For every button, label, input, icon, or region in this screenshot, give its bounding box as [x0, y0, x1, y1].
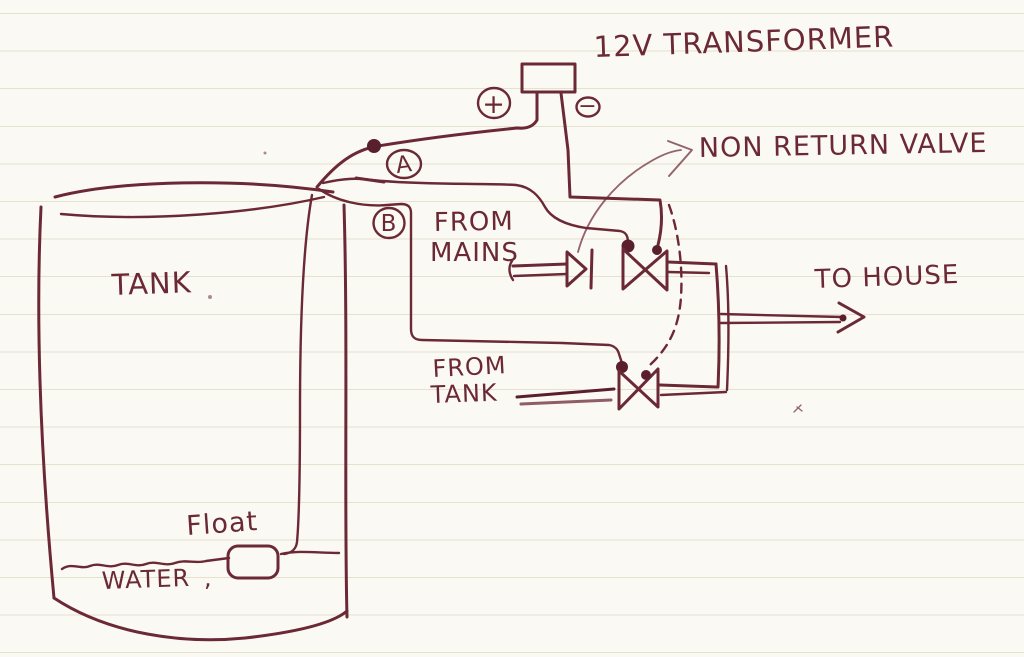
- tank-valve-bowtie-icon: [617, 367, 660, 411]
- terminal-a-circle-icon: [385, 148, 423, 180]
- tank-group: TANK: [37, 181, 349, 642]
- transformer-group: 12V TRANSFORMER: [520, 20, 895, 94]
- mains-outlet-pipe-bottom: [666, 270, 711, 275]
- from-tank-label-line1: FROM: [432, 351, 507, 383]
- check-valve-bar-icon: [589, 248, 594, 290]
- float-body-icon: [226, 544, 280, 580]
- water-line-left: [60, 556, 231, 571]
- from-mains-label-line2: MAINS: [430, 238, 519, 268]
- transformer-label: 12V TRANSFORMER: [593, 20, 895, 64]
- wire-b: [317, 187, 624, 365]
- check-valve-triangle-icon: [565, 250, 588, 288]
- ink-speck: [208, 295, 212, 299]
- water-comma: ,: [204, 564, 213, 592]
- minus-terminal-label: −: [578, 94, 597, 119]
- from-mains-label-line1: FROM: [434, 207, 514, 238]
- mains-outlet-pipe-top: [666, 260, 718, 266]
- transformer-box-icon: [520, 62, 577, 94]
- stray-mark: [793, 404, 803, 413]
- non-return-valve-annotation: NON RETURN VALVE: [577, 128, 988, 253]
- nrv-pointer-curve: [577, 149, 682, 253]
- junction-dot: [367, 139, 381, 153]
- float-wire: [282, 193, 314, 556]
- water-label: WATER: [101, 564, 190, 595]
- tank-outlet-pipe-bottom: [659, 390, 728, 397]
- wire-dashed-link: [647, 203, 683, 368]
- terminal-b-label: B: [381, 211, 398, 237]
- terminal-b-circle-icon: [372, 206, 406, 240]
- house-branch-pipe-bottom: [719, 320, 842, 325]
- wire-positive: [315, 91, 539, 189]
- ink-speck: [263, 151, 267, 155]
- tank-wall-left: [37, 205, 56, 600]
- to-house-group: TO HOUSE: [719, 260, 960, 334]
- tank-bottom: [52, 596, 349, 642]
- wire-a-overstroke: [354, 176, 386, 184]
- from-tank-label-line2: TANK: [429, 379, 498, 409]
- mains-valve-right-terminal-dot: [652, 245, 662, 255]
- riser-pipe-right: [724, 264, 730, 392]
- nrv-pointer-arrowhead-icon: [667, 140, 693, 177]
- float-label: Float: [185, 506, 259, 542]
- plus-terminal-label: +: [482, 89, 506, 120]
- mains-valve-bowtie-icon: [621, 247, 669, 292]
- tank-outlet-pipe-top: [658, 383, 719, 389]
- riser-pipe-left: [714, 262, 721, 389]
- tank-rim-top: [53, 181, 335, 199]
- mains-pipe-bottom: [512, 272, 569, 278]
- tank-line-group: [515, 367, 728, 411]
- to-house-label: TO HOUSE: [813, 260, 960, 295]
- house-arrowhead-icon: [836, 301, 866, 334]
- water-line-right: [279, 550, 341, 556]
- tank-wall-right: [342, 203, 349, 619]
- wire-negative: [559, 91, 663, 247]
- tank-valve-right-terminal-dot: [641, 370, 651, 380]
- tank-pipe-thin: [519, 398, 613, 406]
- house-branch-dot: [839, 314, 847, 322]
- non-return-valve-label: NON RETURN VALVE: [699, 128, 988, 164]
- tank-label: TANK: [110, 265, 192, 302]
- mains-pipe-end-cap: [508, 259, 515, 282]
- terminal-a-label: A: [394, 151, 414, 179]
- minus-terminal-circle-icon: [575, 96, 601, 118]
- house-branch-pipe-top: [719, 312, 844, 319]
- plus-terminal-circle-icon: [476, 86, 512, 120]
- tank-rim-bottom: [59, 195, 326, 219]
- tank-pipe-thick: [515, 387, 616, 399]
- mains-line-group: [508, 247, 718, 292]
- mains-pipe-top: [511, 262, 569, 268]
